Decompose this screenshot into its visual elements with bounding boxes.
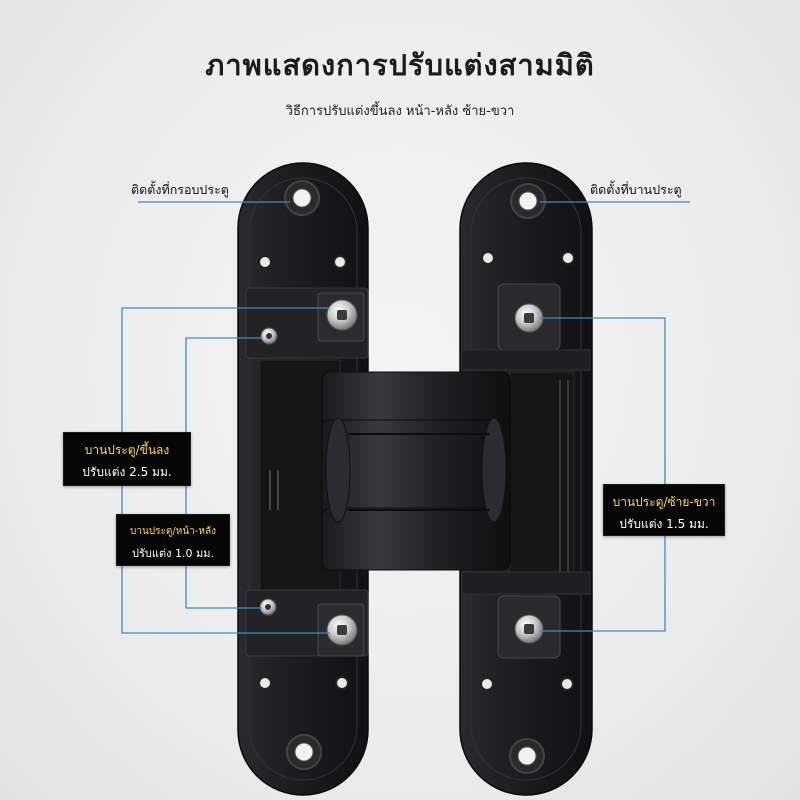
frame-mount-callout: ติดตั้งที่กรอบประตู: [131, 182, 229, 197]
door-mount-callout: ติดตั้งที่บานประตู: [590, 182, 682, 197]
leftright-adjust-value: ปรับแต่ง 1.5 มม.: [619, 517, 709, 531]
page-subtitle: วิธีการปรับแต่งขึ้นลง หน้า-หลัง ซ้าย-ขวา: [285, 104, 515, 119]
hinge-knuckles: [321, 371, 511, 571]
leftright-adjust-title: บานประตู/ซ้าย-ขวา: [612, 495, 716, 509]
leftright-adjust-label: บานประตู/ซ้าย-ขวา ปรับแต่ง 1.5 มม.: [603, 484, 725, 536]
frontback-adjust-title: บานประตู/หน้า-หลัง: [129, 526, 216, 537]
frontback-adjust-value: ปรับแต่ง 1.0 มม.: [132, 547, 214, 560]
page-title: ภาพแสดงการปรับแต่งสามมิติ: [205, 48, 595, 82]
leftright-leader: [540, 317, 666, 632]
updown-adjust-label: บานประตู/ขึ้นลง ปรับแต่ง 2.5 มม.: [63, 432, 191, 486]
adjustment-screws: [259, 299, 544, 646]
updown-adjust-value: ปรับแต่ง 2.5 มม.: [82, 465, 172, 479]
frontback-adjust-label: บานประตู/หน้า-หลัง ปรับแต่ง 1.0 มม.: [116, 514, 230, 566]
updown-adjust-title: บานประตู/ขึ้นลง: [84, 443, 170, 457]
door-plate: [459, 162, 593, 796]
